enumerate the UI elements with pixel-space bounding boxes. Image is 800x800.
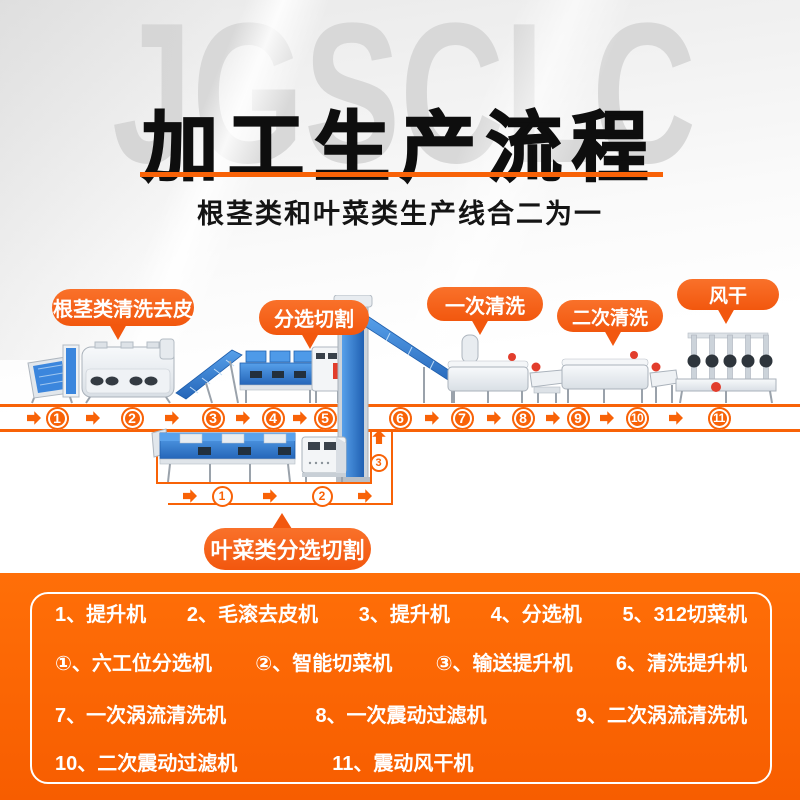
legend-row-3: 7、一次涡流清洗机 8、一次震动过滤机 9、二次涡流清洗机 xyxy=(30,699,772,728)
station-badge-2: 2 xyxy=(120,406,144,430)
legend-item: 10、二次震动过滤机 xyxy=(55,753,238,775)
second-vortex-washer xyxy=(561,351,649,403)
loop-step-badge-2: 2 xyxy=(311,485,333,507)
callout-tail xyxy=(109,324,127,340)
station-badge-1: 1 xyxy=(45,406,69,430)
legend-item: 8、一次震动过滤机 xyxy=(315,705,487,727)
station-badge-5: 5 xyxy=(313,406,337,430)
legend-item: 2、毛滚去皮机 xyxy=(186,604,318,626)
first-vibrating-filter xyxy=(529,362,565,403)
loop-step-badge-3: 3 xyxy=(369,454,388,472)
legend-item: 4、分选机 xyxy=(490,604,582,626)
station-badge-3: 3 xyxy=(201,406,225,430)
legend-border-box xyxy=(30,592,772,784)
station-badge-6: 6 xyxy=(388,406,412,430)
callout-sorting-cutting: 分选切割 xyxy=(259,300,369,335)
inclined-elevator xyxy=(175,349,243,404)
station-badge-7: 7 xyxy=(450,406,474,430)
leafy-loop-bottom-line xyxy=(168,503,393,505)
legend-item: 6、清洗提升机 xyxy=(615,653,747,675)
station-badge-8: 8 xyxy=(511,406,535,430)
legend-item: 5、312切菜机 xyxy=(622,604,748,626)
callout-first-wash: 一次清洗 xyxy=(427,287,543,321)
legend-panel: 1、提升机 2、毛滚去皮机 3、提升机 4、分选机 5、312切菜机 ①、六工位… xyxy=(0,573,800,800)
station-badge-10: 10 xyxy=(625,406,649,430)
station-badge-4: 4 xyxy=(261,406,285,430)
band-line-top xyxy=(0,404,800,407)
page-subtitle: 根茎类和叶菜类生产线合二为一 xyxy=(197,199,603,229)
first-vortex-washer xyxy=(447,334,529,403)
legend-row-1: 1、提升机 2、毛滚去皮机 3、提升机 4、分选机 5、312切菜机 xyxy=(30,598,772,627)
legend-row-2: ①、六工位分选机 ②、智能切菜机 ③、输送提升机 6、清洗提升机 xyxy=(30,647,772,676)
smart-cutter-machine xyxy=(301,436,347,482)
title-underline xyxy=(140,172,663,177)
leafy-loop-right-line xyxy=(391,431,393,505)
callout-tail xyxy=(717,308,735,324)
callout-second-wash: 二次清洗 xyxy=(557,300,663,332)
band-line-bottom xyxy=(0,429,800,432)
sorting-conveyor xyxy=(239,350,317,403)
loop-step-badge-1: 1 xyxy=(211,485,233,507)
callout-air-dry: 风干 xyxy=(677,279,779,310)
station-badge-9: 9 xyxy=(566,406,590,430)
leafy-sorting-conveyor xyxy=(151,428,296,483)
callout-tail xyxy=(301,333,319,349)
legend-row-4: 10、二次震动过滤机 11、震动风干机 xyxy=(30,747,772,776)
callout-tail-up xyxy=(272,513,292,529)
feed-hopper-elevator xyxy=(27,344,80,404)
legend-item: 11、震动风干机 xyxy=(332,753,474,775)
page-title: 加工生产流程 xyxy=(141,105,658,192)
callout-tail xyxy=(604,330,622,346)
station-badge-11: 11 xyxy=(707,406,731,430)
legend-item: 1、提升机 xyxy=(55,604,147,626)
callout-leafy-sorting-cutting: 叶菜类分选切割 xyxy=(204,528,371,570)
callout-root-peeling: 根茎类清洗去皮 xyxy=(52,289,194,326)
legend-item: 3、提升机 xyxy=(358,604,450,626)
callout-tail xyxy=(471,319,489,335)
second-vibrating-filter xyxy=(649,362,679,403)
feed-belt-to-washer xyxy=(365,314,463,403)
vibrating-air-dryer xyxy=(675,332,777,404)
legend-item: 9、二次涡流清洗机 xyxy=(575,705,747,727)
drum-peeler-machine xyxy=(81,338,175,404)
legend-item: ③、输送提升机 xyxy=(435,653,573,675)
legend-item: ②、智能切菜机 xyxy=(255,653,393,675)
legend-item: ①、六工位分选机 xyxy=(55,653,212,675)
legend-item: 7、一次涡流清洗机 xyxy=(55,705,227,727)
